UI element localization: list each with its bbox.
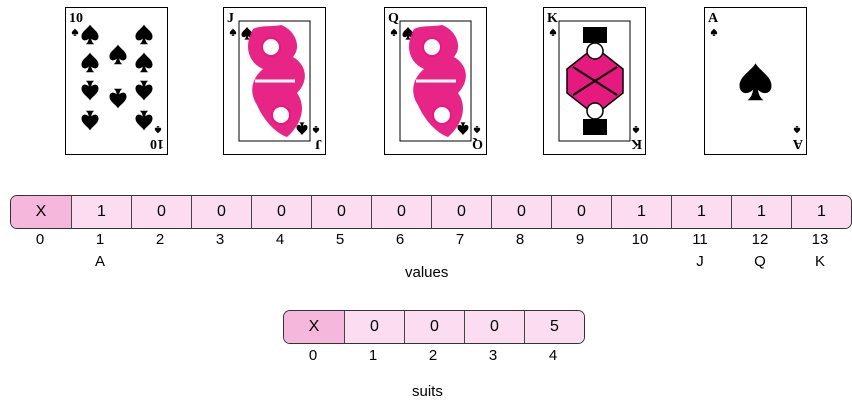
values-arr-cell: X: [11, 196, 71, 228]
index-label: 0: [308, 347, 318, 364]
rank-label: K: [814, 253, 825, 270]
pip-spade-icon: [81, 80, 99, 101]
card-rank-top: A: [708, 11, 719, 26]
suits-caption: suits: [412, 383, 443, 400]
court-spade-icon: [296, 122, 308, 136]
card-rank-top: 10: [69, 11, 83, 26]
values-arr-cell: 0: [191, 196, 251, 228]
pip-spade-icon: [135, 52, 153, 73]
values-arr-cell: 0: [311, 196, 371, 228]
index-label: 5: [335, 231, 345, 248]
values-arr-cell: 0: [251, 196, 311, 228]
court-spade-icon: [457, 122, 469, 136]
queen-figure-icon: [409, 25, 466, 137]
corner-spade-icon: [229, 28, 237, 36]
values-arr-cell: 0: [431, 196, 491, 228]
jack-figure-icon: [248, 25, 305, 137]
index-label: 8: [515, 231, 525, 248]
values-arr-cell: 0: [491, 196, 551, 228]
pip-spade-icon: [109, 44, 127, 65]
values-arr-cell: 0: [551, 196, 611, 228]
index-label: 2: [428, 347, 438, 364]
index-label: 0: [35, 231, 45, 248]
index-label: 1: [95, 231, 105, 248]
corner-spade-icon: [71, 28, 79, 36]
card-rank-top: K: [547, 11, 558, 26]
index-label: 12: [751, 231, 769, 248]
values-arr-cell: 1: [71, 196, 131, 228]
card-rank-bottom: 10: [150, 136, 164, 151]
card-rank-bottom: K: [631, 136, 642, 151]
card-rank-top: J: [227, 11, 234, 26]
index-label: 1: [368, 347, 378, 364]
index-label: 6: [395, 231, 405, 248]
values-arr-cell: 1: [611, 196, 671, 228]
values-arr-cell: 1: [791, 196, 851, 228]
pip-spade-icon: [135, 24, 153, 45]
playing-card-k: KK: [543, 7, 646, 155]
playing-card-10: 10 10: [65, 7, 168, 155]
corner-spade-icon: [710, 28, 718, 36]
values-arr-cell: 1: [731, 196, 791, 228]
pip-spade-icon: [109, 88, 127, 109]
index-label: 2: [155, 231, 165, 248]
index-label: 13: [811, 231, 829, 248]
values-caption: values: [405, 264, 449, 281]
king-figure-icon: [560, 22, 629, 140]
playing-card-q: QQ: [384, 7, 487, 155]
pip-spade-icon: [135, 80, 153, 101]
values-arr-cell: 0: [371, 196, 431, 228]
pip-spade-icon: [81, 110, 99, 131]
index-label: 9: [575, 231, 585, 248]
rank-label: A: [94, 253, 105, 270]
card-rank-bottom: J: [315, 136, 322, 151]
rank-label: Q: [754, 253, 766, 270]
corner-spade-icon: [632, 126, 640, 134]
suits-arr-cell: 5: [524, 311, 584, 343]
index-label: 3: [488, 347, 498, 364]
values-arr-cell: 0: [131, 196, 191, 228]
suits-arr-cell: 0: [464, 311, 524, 343]
playing-card-j: JJ: [223, 7, 326, 155]
suits-arr-cell: 0: [404, 311, 464, 343]
card-rank-top: Q: [388, 11, 399, 26]
pip-spade-icon: [135, 110, 153, 131]
corner-spade-icon: [549, 28, 557, 36]
values-arr-cell: 1: [671, 196, 731, 228]
playing-card-a: AA: [704, 7, 807, 155]
pip-spade-icon: [81, 52, 99, 73]
index-label: 11: [692, 231, 708, 248]
corner-spade-icon: [390, 28, 398, 36]
index-label: 10: [631, 231, 649, 248]
card-rank-bottom: Q: [472, 136, 483, 151]
corner-spade-icon: [312, 126, 320, 134]
index-label: 7: [455, 231, 465, 248]
pip-spade-icon: [81, 24, 99, 45]
suits-arr-cell: 0: [344, 311, 404, 343]
suits-arr-cell: X: [284, 311, 344, 343]
corner-spade-icon: [154, 126, 162, 134]
index-label: 3: [215, 231, 225, 248]
ace-spade-icon: [739, 63, 772, 101]
index-label: 4: [275, 231, 285, 248]
corner-spade-icon: [473, 126, 481, 134]
index-label: 4: [548, 347, 558, 364]
rank-label: J: [696, 253, 704, 270]
corner-spade-icon: [793, 126, 801, 134]
card-rank-bottom: A: [792, 136, 803, 151]
